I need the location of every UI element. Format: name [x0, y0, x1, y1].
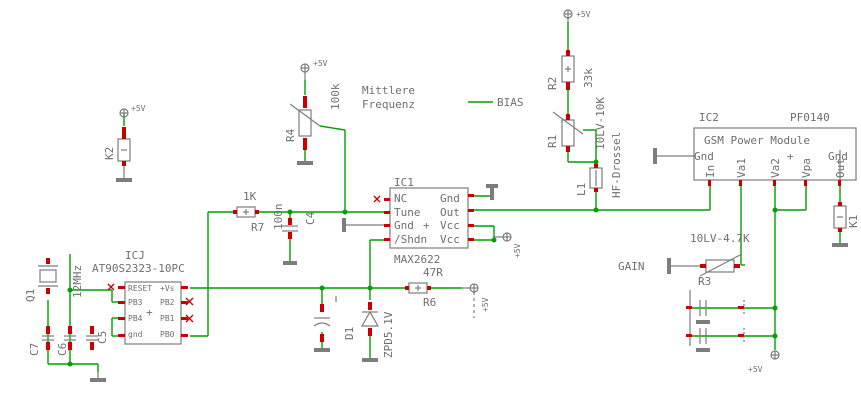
- svg-text:R3: R3: [698, 275, 711, 288]
- svg-text:R6: R6: [423, 296, 436, 309]
- svg-text:R4: R4: [284, 128, 297, 142]
- svg-text:IC2: IC2: [699, 111, 719, 124]
- svg-text:GAIN: GAIN: [618, 260, 645, 273]
- zener-d1: D1 ZPD5.1V: [343, 302, 395, 358]
- svg-text:Gnd: Gnd: [440, 192, 460, 205]
- ic3-at90s2323: ICJ AT90S2323-10PC RESET PB3 PB4 gnd +Vs…: [92, 249, 194, 345]
- svg-text:HF-Drossel: HF-Drossel: [610, 132, 623, 198]
- svg-text:Gnd: Gnd: [828, 150, 848, 163]
- connector-k1: K1: [833, 202, 860, 232]
- svg-text:C7: C7: [28, 343, 41, 356]
- svg-text:C4: C4: [304, 211, 317, 225]
- ic1-max2622: IC1 MAX2622 47R NC Tune Gnd /Shdn Gnd Ou…: [373, 176, 474, 279]
- svg-text:+5V: +5V: [313, 59, 328, 68]
- svg-text:PB0: PB0: [160, 330, 175, 339]
- supply-bottom: +5V: [748, 350, 780, 374]
- svg-text:K1: K1: [847, 215, 860, 228]
- inductor-l1: L1 HF-Drossel: [575, 132, 623, 198]
- svg-text:Va2: Va2: [769, 158, 782, 178]
- capacitor-rail: [313, 296, 337, 342]
- svg-text:In: In: [704, 165, 717, 178]
- svg-text:47R: 47R: [423, 266, 443, 279]
- junctions: [67, 159, 778, 367]
- svg-text:+: +: [146, 306, 153, 319]
- svg-text:ICJ: ICJ: [125, 249, 145, 262]
- ic2-gsm-power-module: IC2 PF0140 GSM Power Module Gnd + In Va1…: [693, 111, 857, 186]
- svg-text:R7: R7: [251, 221, 264, 234]
- supply-r4: +5V: [300, 59, 328, 80]
- svg-text:Gnd: Gnd: [694, 150, 714, 163]
- svg-text:100n: 100n: [272, 204, 285, 231]
- svg-text:10LV-4.7K: 10LV-4.7K: [690, 232, 750, 245]
- svg-text:L1: L1: [575, 183, 588, 196]
- svg-text:PB3: PB3: [128, 298, 143, 307]
- svg-text:D1: D1: [343, 327, 356, 340]
- svg-text:+5V: +5V: [576, 10, 591, 19]
- svg-text:ZPD5.1V: ZPD5.1V: [382, 311, 395, 358]
- capacitors-c5-c7: C7 C6 C5: [28, 326, 109, 356]
- resistor-r6: R6: [405, 282, 436, 309]
- svg-text:C5: C5: [96, 331, 109, 344]
- bias-label: BIAS: [497, 96, 524, 109]
- svg-text:K2: K2: [103, 147, 116, 160]
- svg-text:AT90S2323-10PC: AT90S2323-10PC: [92, 262, 185, 275]
- svg-text:Out: Out: [834, 158, 847, 178]
- svg-text:IC1: IC1: [394, 176, 414, 189]
- supply-symbols: +5V +5V +5V +5V +5V +5V: [90, 9, 848, 382]
- svg-text:RESET: RESET: [128, 284, 152, 293]
- crystal-q1: Q1 12MHz: [24, 258, 84, 302]
- svg-text:+5V: +5V: [131, 104, 146, 113]
- svg-text:+: +: [423, 219, 430, 232]
- mid-freq-label: Mittlere: [362, 84, 415, 97]
- svg-text:+5V: +5V: [481, 297, 490, 312]
- svg-text:Va1: Va1: [735, 158, 748, 178]
- supply-ic1: +5V: [494, 232, 522, 258]
- svg-text:+5V: +5V: [513, 243, 522, 258]
- svg-text:R1: R1: [546, 135, 559, 148]
- svg-text:GSM Power Module: GSM Power Module: [704, 134, 810, 147]
- svg-text:Vpa: Vpa: [800, 158, 813, 178]
- svg-text:MAX2622: MAX2622: [394, 253, 440, 266]
- svg-text:Vcc: Vcc: [440, 233, 460, 246]
- connector-k2: K2: [103, 127, 131, 166]
- svg-text:PB1: PB1: [160, 314, 175, 323]
- svg-text:/Shdn: /Shdn: [394, 233, 427, 246]
- svg-text:PB4: PB4: [128, 314, 143, 323]
- svg-text:Q1: Q1: [24, 289, 37, 302]
- svg-text:1K: 1K: [243, 190, 257, 203]
- svg-text:100k: 100k: [329, 83, 342, 110]
- svg-text:10LV-10K: 10LV-10K: [594, 97, 607, 150]
- svg-text:NC: NC: [394, 192, 407, 205]
- potentiometer-r1: R1 10LV-10K: [546, 97, 607, 152]
- resistor-r2: R2 33k: [546, 50, 595, 90]
- supply-k2: +5V: [119, 104, 146, 118]
- svg-text:33k: 33k: [582, 68, 595, 88]
- svg-text:R2: R2: [546, 77, 559, 90]
- svg-text:Vcc: Vcc: [440, 219, 460, 232]
- svg-text:Gnd: Gnd: [394, 219, 414, 232]
- mid-freq-label-2: Frequenz: [362, 98, 415, 111]
- svg-text:+Vs: +Vs: [160, 284, 175, 293]
- svg-text:Out: Out: [440, 206, 460, 219]
- resistor-r7: 1K R7: [233, 190, 264, 234]
- svg-text:+5V: +5V: [748, 365, 763, 374]
- svg-text:C6: C6: [56, 343, 69, 356]
- svg-text:+: +: [787, 150, 794, 163]
- svg-text:PB2: PB2: [160, 298, 175, 307]
- supply-r6: +5V: [462, 283, 490, 318]
- potentiometer-r4: R4 100k: [284, 83, 342, 150]
- svg-text:PF0140: PF0140: [790, 111, 830, 124]
- supply-r2: +5V: [563, 9, 591, 22]
- svg-text:Tune: Tune: [394, 206, 421, 219]
- svg-text:gnd: gnd: [128, 330, 143, 339]
- capacitor-c4: 100n C4: [272, 204, 317, 239]
- potentiometer-r3: 10LV-4.7K GAIN R3: [618, 232, 750, 288]
- svg-text:12MHz: 12MHz: [71, 265, 84, 298]
- decoupling-caps-ic2: [686, 290, 745, 352]
